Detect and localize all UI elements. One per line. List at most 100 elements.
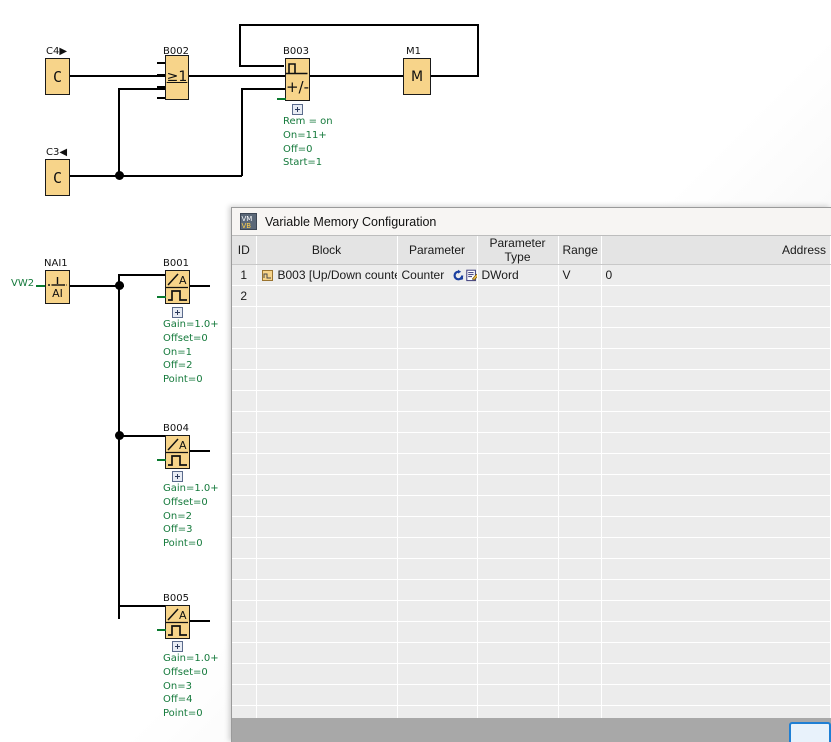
cell-parameter[interactable]: Counter [397, 265, 477, 286]
cell-empty[interactable] [232, 601, 256, 622]
cell-empty[interactable] [477, 496, 558, 517]
cell-empty[interactable] [397, 454, 477, 475]
cell-empty[interactable] [558, 706, 601, 719]
cell-empty[interactable] [397, 685, 477, 706]
cell-empty[interactable] [477, 559, 558, 580]
expand-b004-params-button[interactable] [172, 471, 183, 482]
table-row[interactable]: 2 [232, 286, 831, 307]
cell-empty[interactable] [256, 454, 397, 475]
cell-empty[interactable] [558, 454, 601, 475]
expand-b001-params-button[interactable] [172, 307, 183, 318]
cell-empty[interactable] [477, 622, 558, 643]
cell-empty[interactable] [397, 328, 477, 349]
cell-empty[interactable] [558, 349, 601, 370]
cell-empty[interactable] [477, 454, 558, 475]
cell-empty[interactable] [477, 643, 558, 664]
cell-empty[interactable] [601, 601, 831, 622]
cell-empty[interactable] [558, 685, 601, 706]
table-row-empty[interactable] [232, 475, 831, 496]
edit-note-icon[interactable] [466, 269, 477, 282]
cell-empty[interactable] [601, 454, 831, 475]
cell-empty[interactable] [477, 580, 558, 601]
cell-empty[interactable] [256, 538, 397, 559]
cell-empty[interactable] [601, 538, 831, 559]
cell-empty[interactable] [232, 517, 256, 538]
cell-empty[interactable] [397, 580, 477, 601]
table-row-empty[interactable] [232, 538, 831, 559]
cell-empty[interactable] [256, 559, 397, 580]
block-b003[interactable]: +/- [285, 58, 310, 101]
cell-empty[interactable] [232, 307, 256, 328]
cell-empty[interactable] [558, 328, 601, 349]
cell-parameter-type[interactable] [477, 286, 558, 307]
cell-empty[interactable] [477, 538, 558, 559]
cell-empty[interactable] [232, 454, 256, 475]
cell-empty[interactable] [477, 601, 558, 622]
cell-empty[interactable] [232, 580, 256, 601]
table-row-empty[interactable] [232, 454, 831, 475]
cell-empty[interactable] [601, 622, 831, 643]
cell-empty[interactable] [232, 538, 256, 559]
cell-empty[interactable] [601, 643, 831, 664]
cell-empty[interactable] [397, 517, 477, 538]
cell-empty[interactable] [601, 307, 831, 328]
cell-empty[interactable] [232, 685, 256, 706]
cell-empty[interactable] [232, 643, 256, 664]
cell-empty[interactable] [601, 685, 831, 706]
cell-empty[interactable] [558, 580, 601, 601]
cell-empty[interactable] [397, 370, 477, 391]
cell-empty[interactable] [558, 496, 601, 517]
cell-empty[interactable] [601, 328, 831, 349]
cell-address[interactable] [601, 286, 831, 307]
cell-empty[interactable] [232, 349, 256, 370]
cell-empty[interactable] [397, 706, 477, 719]
cell-empty[interactable] [601, 706, 831, 719]
cell-empty[interactable] [477, 433, 558, 454]
cell-empty[interactable] [601, 370, 831, 391]
table-row-empty[interactable] [232, 433, 831, 454]
cell-empty[interactable] [256, 391, 397, 412]
cell-empty[interactable] [397, 538, 477, 559]
cell-empty[interactable] [397, 643, 477, 664]
table-row-empty[interactable] [232, 349, 831, 370]
column-header-parameter-type[interactable]: Parameter Type [477, 236, 558, 265]
cell-empty[interactable] [256, 622, 397, 643]
cell-empty[interactable] [256, 517, 397, 538]
refresh-icon[interactable] [452, 269, 465, 282]
cell-empty[interactable] [232, 391, 256, 412]
cell-empty[interactable] [397, 601, 477, 622]
cell-empty[interactable] [397, 622, 477, 643]
cell-empty[interactable] [232, 559, 256, 580]
block-c3[interactable]: C [45, 159, 70, 196]
cell-empty[interactable] [477, 328, 558, 349]
table-row-empty[interactable] [232, 601, 831, 622]
cell-empty[interactable] [256, 328, 397, 349]
table-row-empty[interactable] [232, 559, 831, 580]
block-nai1[interactable]: AI [45, 270, 70, 304]
cell-empty[interactable] [601, 412, 831, 433]
cell-empty[interactable] [601, 433, 831, 454]
cell-empty[interactable] [601, 517, 831, 538]
column-header-block[interactable]: Block [256, 236, 397, 265]
cell-empty[interactable] [558, 391, 601, 412]
cell-empty[interactable] [256, 601, 397, 622]
variable-memory-configuration-dialog[interactable]: VM VB Variable Memory Configuration ID B… [231, 207, 831, 742]
cell-empty[interactable] [232, 664, 256, 685]
cell-empty[interactable] [256, 412, 397, 433]
cell-block[interactable] [256, 286, 397, 307]
cell-parameter[interactable] [397, 286, 477, 307]
cell-empty[interactable] [397, 496, 477, 517]
cell-empty[interactable] [397, 412, 477, 433]
table-row-empty[interactable] [232, 370, 831, 391]
cell-empty[interactable] [601, 391, 831, 412]
cell-address[interactable]: 0 [601, 265, 831, 286]
block-b001[interactable]: A [165, 270, 190, 304]
cell-empty[interactable] [477, 391, 558, 412]
cell-empty[interactable] [232, 706, 256, 719]
cell-empty[interactable] [232, 433, 256, 454]
cell-empty[interactable] [601, 349, 831, 370]
table-row-empty[interactable] [232, 622, 831, 643]
cell-empty[interactable] [477, 685, 558, 706]
cell-empty[interactable] [558, 601, 601, 622]
expand-b003-params-button[interactable] [292, 104, 303, 115]
